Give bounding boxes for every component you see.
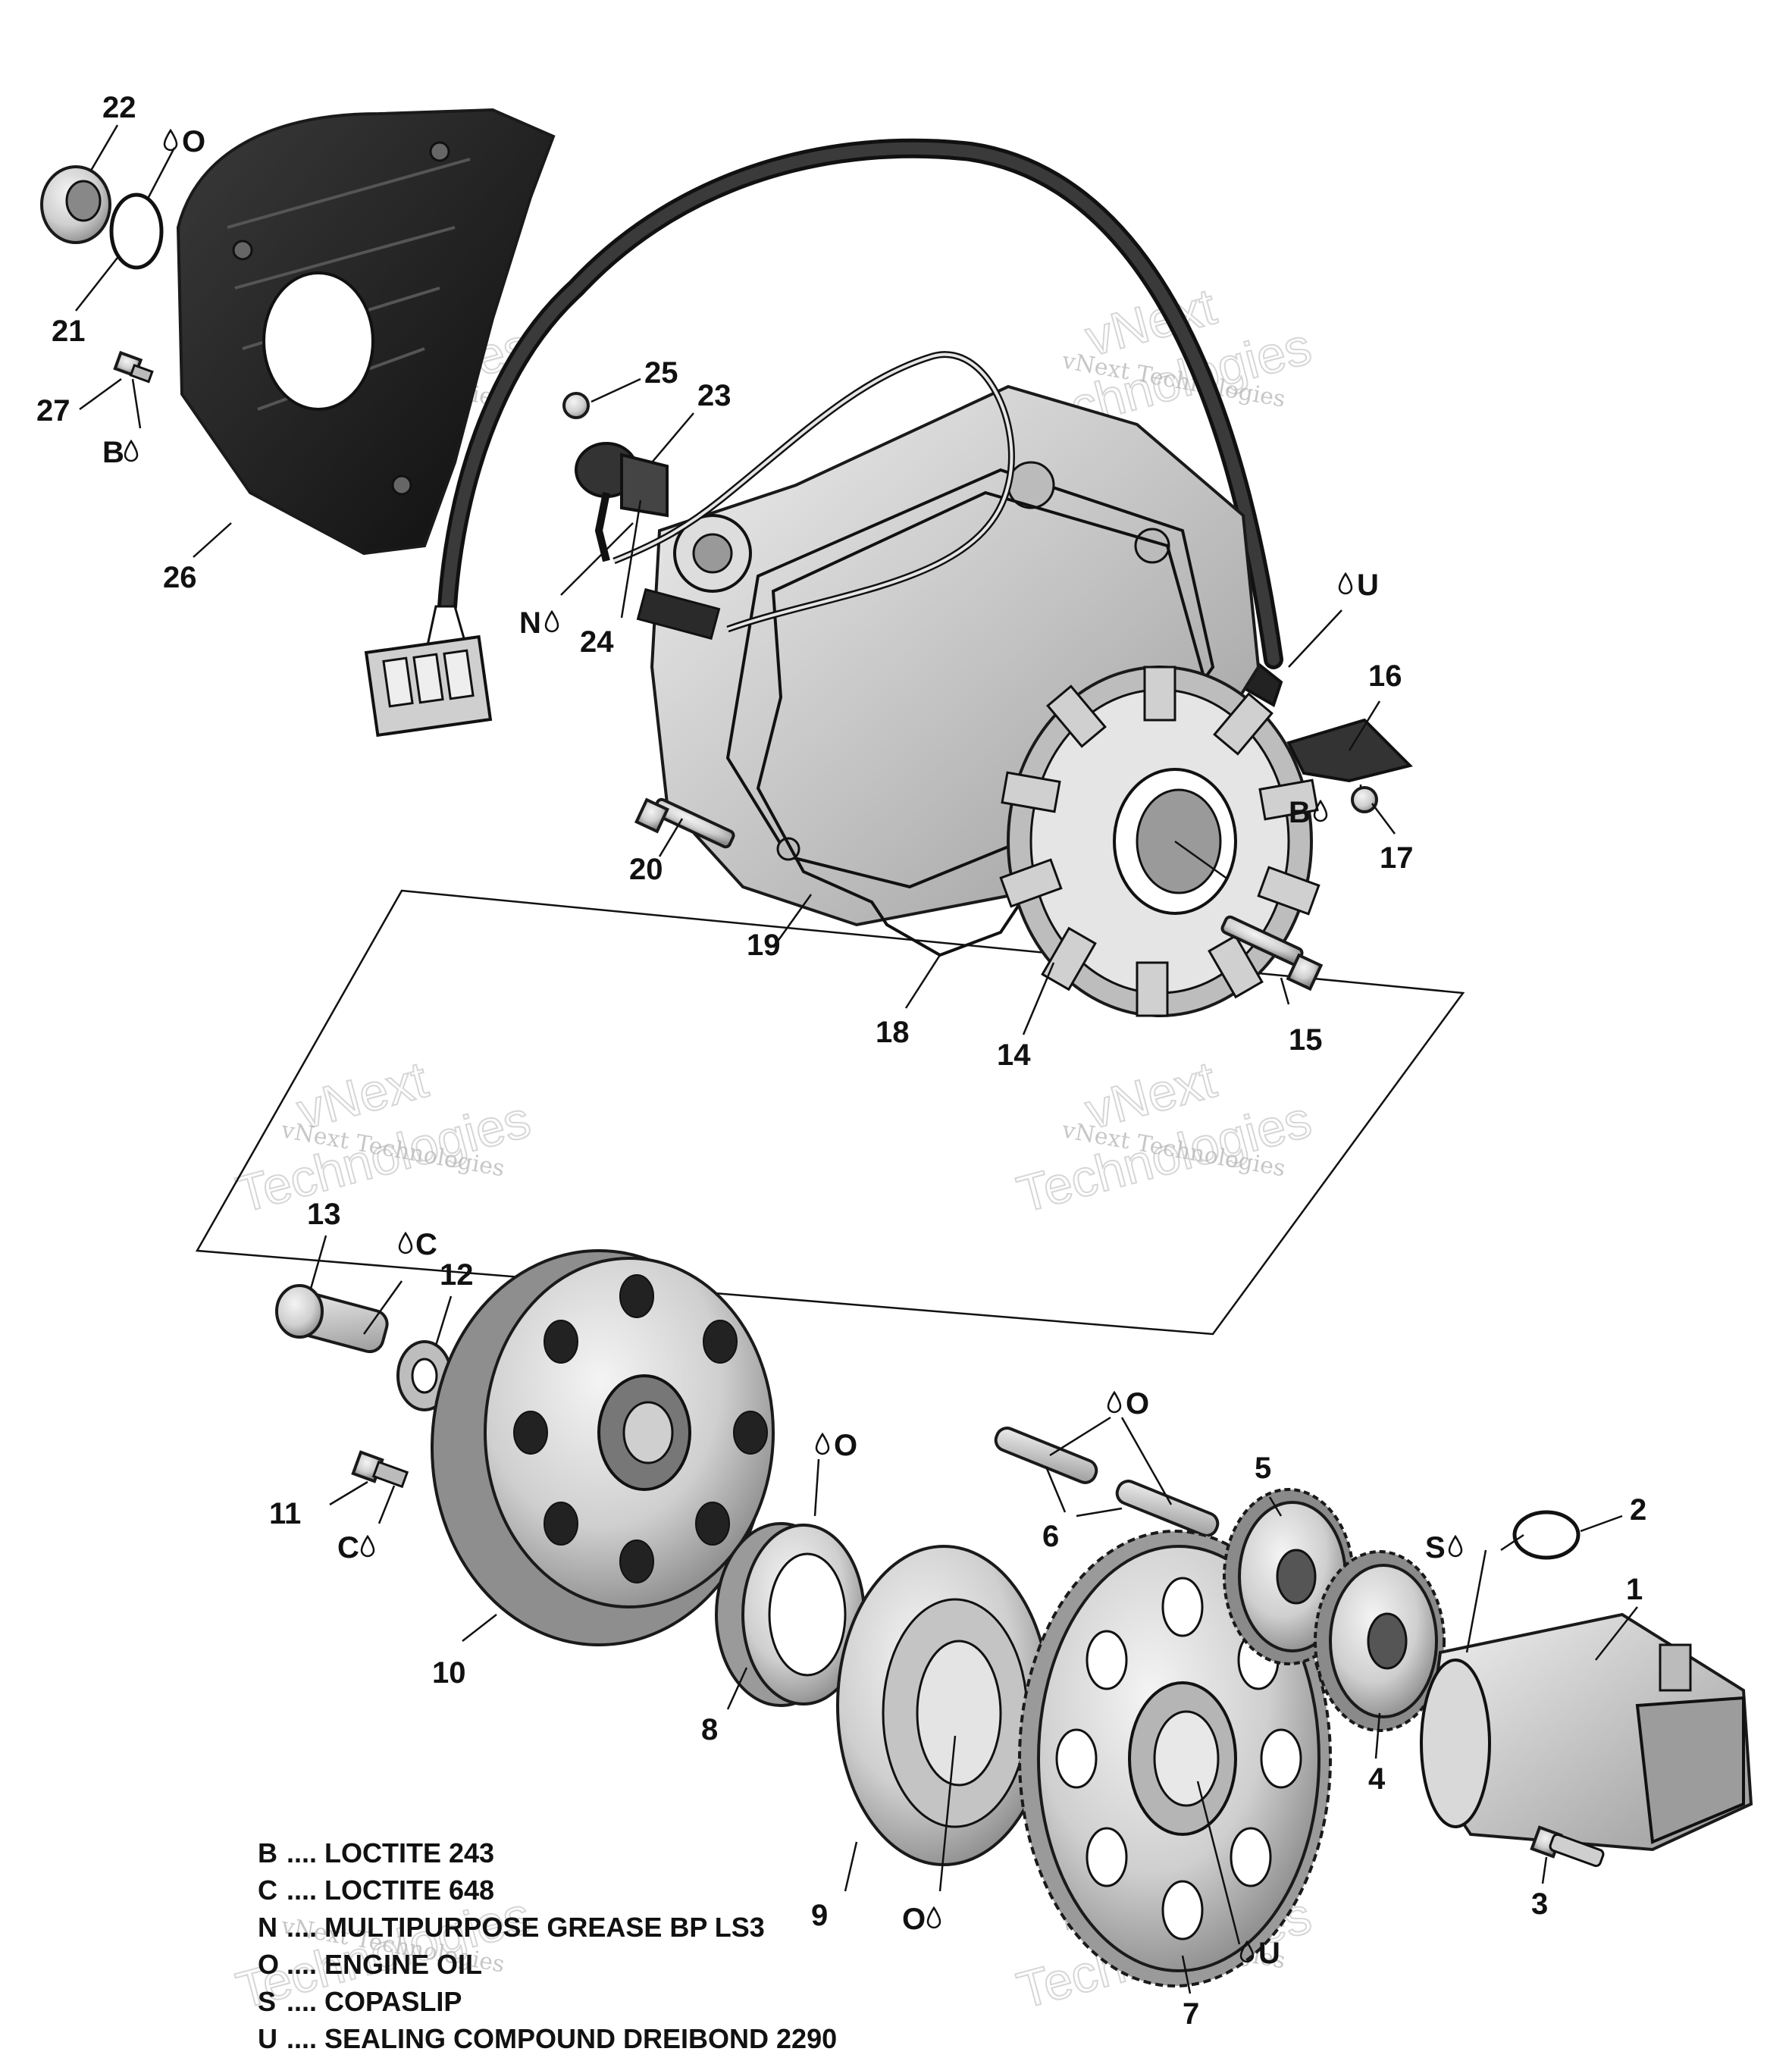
svg-text:N: N	[519, 606, 541, 640]
marker-o-6: O	[1107, 1387, 1149, 1420]
marker-s-1: S	[1425, 1531, 1463, 1565]
callout-27: 27	[36, 394, 70, 428]
marker-n-24: N	[519, 606, 559, 640]
lubricant-legend: B .... LOCTITE 243 C .... LOCTITE 648 N …	[258, 1834, 837, 2057]
part-18-gasket	[756, 490, 1208, 957]
watermark-mid-left: vNext vNext Technologies Technologies	[230, 1050, 537, 1224]
callout-17: 17	[1380, 841, 1414, 875]
oil-drop-icon	[1448, 1535, 1463, 1558]
callout-4: 4	[1368, 1762, 1386, 1796]
callout-9: 9	[811, 1899, 828, 1932]
marker-c-13: C	[398, 1228, 437, 1261]
part-25-screw	[562, 392, 590, 419]
svg-text:U: U	[1258, 1937, 1280, 1970]
oil-drop-icon	[398, 1232, 413, 1254]
callout-3: 3	[1531, 1887, 1548, 1921]
marker-c-11: C	[337, 1531, 375, 1565]
callout-12: 12	[440, 1258, 474, 1292]
oil-drop-icon	[926, 1906, 941, 1929]
marker-b-17: B	[1289, 796, 1328, 829]
marker-o-8: O	[815, 1429, 857, 1462]
part-15-screw	[1220, 915, 1324, 991]
oil-drop-icon	[1107, 1391, 1122, 1414]
lubricant-markers: O B N U B C O O C	[102, 125, 1463, 1970]
callout-15: 15	[1289, 1023, 1323, 1057]
marker-o-22: O	[163, 125, 205, 158]
svg-text:B: B	[102, 436, 124, 469]
svg-text:U: U	[1357, 568, 1379, 602]
oil-drop-icon	[1338, 572, 1353, 595]
callout-20: 20	[629, 853, 663, 886]
callout-numbers: 1 2 3 4 5 6 7 8 9 10 11 12 13 14 15 16 1…	[36, 91, 1646, 2031]
legend-item: O .... ENGINE OIL	[258, 1949, 483, 1980]
part-8-bearing-ring	[715, 1522, 866, 1707]
callout-10: 10	[432, 1656, 466, 1690]
part-1-starter-motor	[1420, 1612, 1753, 1852]
part-10-flywheel-rotor	[431, 1249, 775, 1646]
svg-text:O: O	[182, 125, 205, 158]
callout-11: 11	[269, 1497, 301, 1530]
svg-text:O: O	[902, 1903, 926, 1936]
callout-2: 2	[1630, 1493, 1646, 1527]
marker-u-harness: U	[1338, 568, 1379, 602]
callout-8: 8	[701, 1713, 718, 1746]
callout-23: 23	[697, 379, 732, 412]
callout-5: 5	[1255, 1452, 1271, 1485]
part-11-screw	[351, 1450, 409, 1489]
callout-6: 6	[1042, 1520, 1059, 1553]
watermark-mid-right: vNext vNext Technologies Technologies	[1010, 1050, 1317, 1224]
svg-text:C: C	[337, 1531, 359, 1565]
legend-item: N .... MULTIPURPOSE GREASE BP LS3	[258, 1912, 765, 1943]
legend-item: U .... SEALING COMPOUND DREIBOND 2290	[258, 2023, 838, 2054]
oil-drop-icon	[544, 610, 559, 633]
part-3-screw	[1530, 1825, 1605, 1868]
marker-u-7: U	[1239, 1937, 1280, 1970]
svg-text:O: O	[834, 1429, 857, 1462]
callout-1: 1	[1626, 1573, 1643, 1606]
part-27-screw	[113, 350, 154, 384]
svg-text:B: B	[1289, 796, 1311, 829]
marker-o-9: O	[902, 1903, 941, 1936]
callout-13: 13	[307, 1198, 341, 1231]
callout-25: 25	[644, 356, 678, 390]
part-17-screw	[1351, 786, 1378, 813]
sensor-connector	[636, 587, 721, 641]
callout-16: 16	[1368, 659, 1402, 693]
oil-drop-icon	[815, 1433, 830, 1455]
marker-b-27: B	[102, 436, 139, 469]
oil-drop-icon	[163, 129, 178, 152]
part-20-bolt	[634, 797, 735, 849]
part-22-plug	[40, 165, 111, 244]
callout-21: 21	[52, 315, 86, 348]
part-13-bolt	[275, 1284, 389, 1354]
part-26-magneto-cover	[176, 108, 556, 556]
callout-14: 14	[997, 1038, 1031, 1072]
callout-19: 19	[747, 929, 781, 962]
part-7-large-gear	[1018, 1530, 1332, 1987]
callout-24: 24	[580, 625, 614, 659]
callout-7: 7	[1183, 1997, 1199, 2031]
leader-lines	[75, 124, 1638, 1994]
harness-connector	[364, 605, 493, 738]
svg-text:S: S	[1425, 1531, 1446, 1565]
legend-item: S .... COPASLIP	[258, 1986, 462, 2017]
callout-22: 22	[102, 91, 136, 124]
svg-text:O: O	[1126, 1387, 1149, 1420]
callout-18: 18	[876, 1016, 910, 1049]
part-9-clutch-plate	[836, 1545, 1051, 1866]
oil-drop-icon	[360, 1535, 375, 1558]
oil-drop-icon	[124, 440, 139, 462]
svg-text:C: C	[415, 1228, 437, 1261]
part-4-idler-gear	[1314, 1550, 1446, 1732]
callout-26: 26	[163, 561, 197, 594]
part-14-stator	[999, 666, 1321, 1017]
part-21-o-ring	[109, 193, 164, 270]
part-6-pins	[994, 1427, 1220, 1537]
legend-item: B .... LOCTITE 243	[258, 1837, 495, 1868]
legend-item: C .... LOCTITE 648	[258, 1875, 495, 1906]
part-2-o-ring	[1512, 1510, 1581, 1560]
